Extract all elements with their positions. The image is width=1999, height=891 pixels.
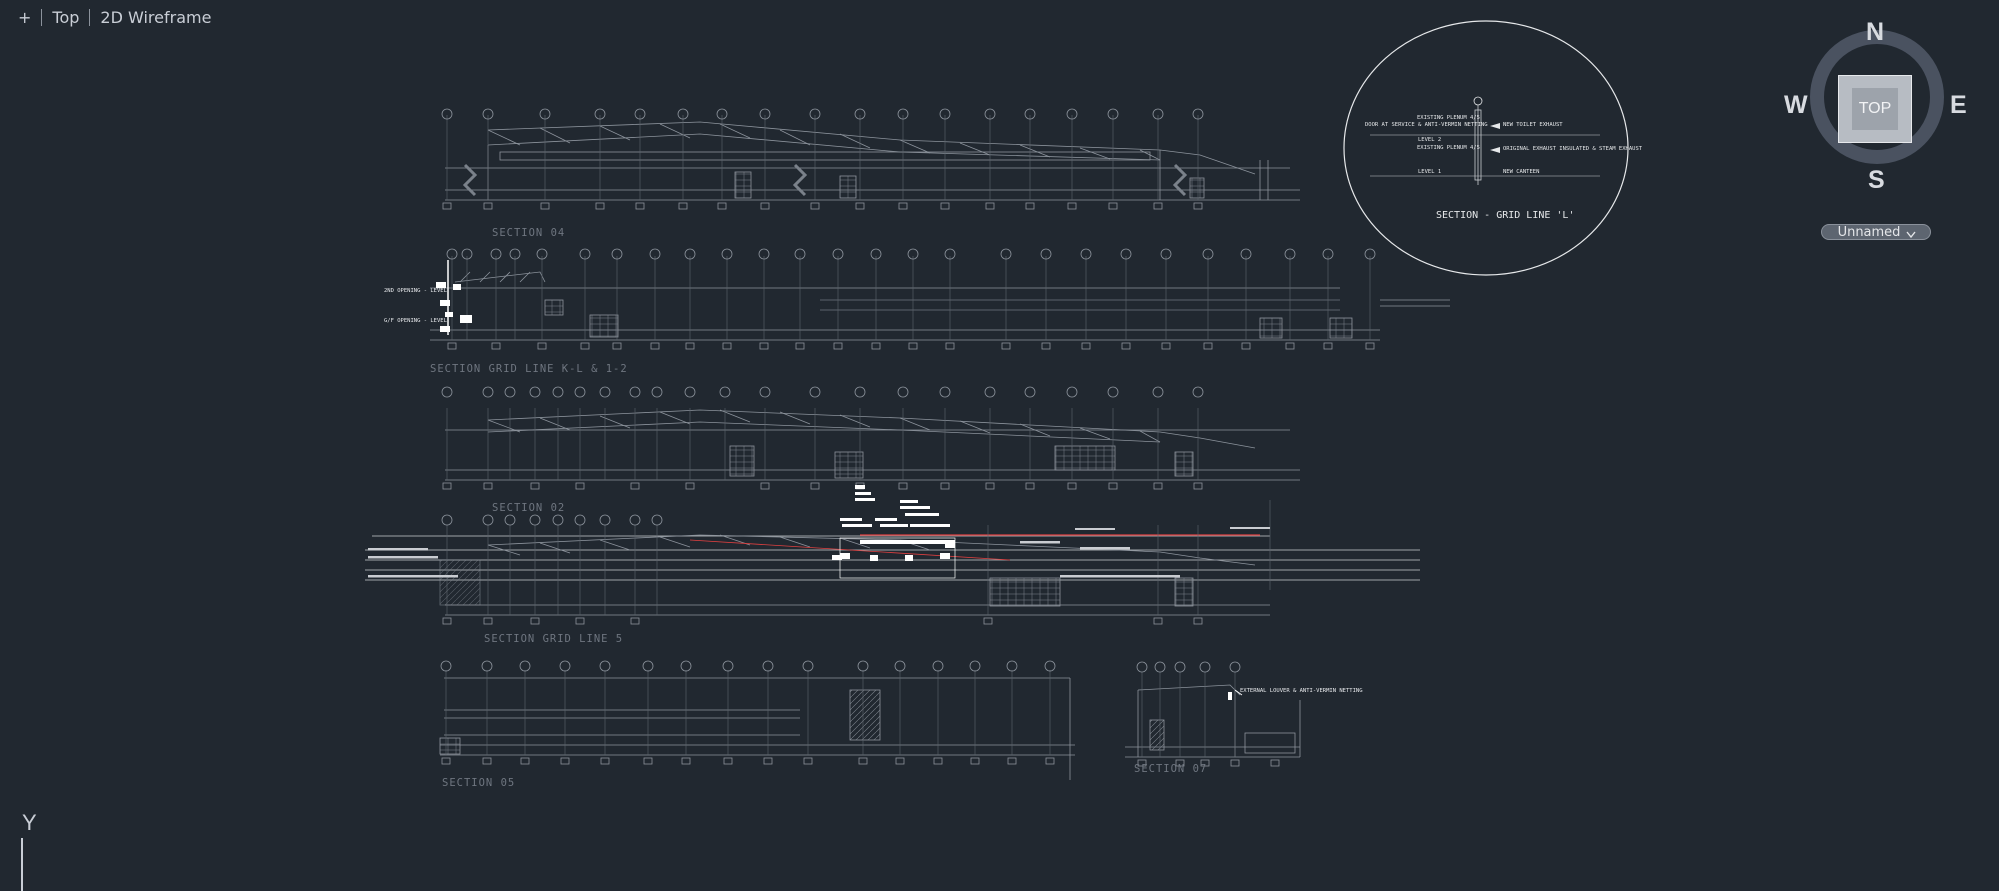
viewport-menu-button[interactable]: +	[18, 7, 32, 27]
ucs-label: Unnamed	[1837, 224, 1901, 240]
callout-note: ORIGINAL EXHAUST INSULATED & STEAM EXHAU…	[1503, 146, 1643, 152]
section-05-title: SECTION 05	[442, 777, 515, 789]
callout-title: SECTION - GRID LINE 'L'	[1436, 210, 1574, 221]
callout-note: EXISTING PLENUM 4/5	[1417, 145, 1480, 151]
viewcube-top-face[interactable]: TOP	[1838, 75, 1912, 143]
callout-note: LEVEL 1	[1418, 169, 1441, 175]
section-callout	[1343, 20, 1629, 276]
section-grid-kl	[430, 248, 1450, 350]
ucs-axis-icon	[21, 838, 23, 891]
view-control-button[interactable]: Top	[52, 7, 80, 27]
separator	[89, 8, 91, 26]
callout-note: NEW TOILET EXHAUST	[1503, 122, 1563, 128]
viewcube-face-label: TOP	[1852, 88, 1898, 130]
compass-east[interactable]: E	[1950, 91, 1967, 119]
viewcube[interactable]: N S W E TOP	[1782, 18, 1972, 198]
visual-style-button[interactable]: 2D Wireframe	[100, 7, 212, 27]
opening-note-b: G/F OPENING - LEVEL	[384, 318, 448, 324]
section-grid-5	[365, 485, 1420, 625]
compass-south[interactable]: S	[1868, 166, 1885, 194]
section-04	[441, 108, 1300, 210]
section-07-title: SECTION 07	[1134, 763, 1207, 775]
callout-note: DOOR AT SERVICE & ANTI-VERMIN NETTING	[1365, 122, 1488, 128]
section-04-title: SECTION 04	[492, 227, 565, 239]
separator	[41, 8, 43, 26]
section-grid-5-title: SECTION GRID LINE 5	[484, 633, 623, 645]
callout-note: NEW CANTEEN	[1503, 169, 1539, 175]
ucs-axis-y-label: Y	[22, 810, 37, 835]
ucs-menu-button[interactable]: Unnamed	[1821, 224, 1931, 240]
callout-note: LEVEL 2	[1418, 137, 1441, 143]
compass-west[interactable]: W	[1784, 91, 1808, 119]
section-05	[439, 660, 1075, 780]
section-02-title: SECTION 02	[492, 502, 565, 514]
viewport-controls: + Top 2D Wireframe	[18, 6, 211, 28]
chevron-down-icon	[1906, 228, 1916, 239]
callout-note: EXISTING PLENUM 4/5	[1417, 115, 1480, 121]
section-02	[441, 386, 1300, 490]
section-07-note: EXTERNAL LOUVER & ANTI-VERMIN NETTING	[1240, 688, 1363, 694]
compass-north[interactable]: N	[1866, 18, 1885, 46]
section-grid-kl-title: SECTION GRID LINE K-L & 1-2	[430, 363, 628, 375]
section-07	[1125, 661, 1301, 767]
opening-note-a: 2ND OPENING - LEVEL	[384, 288, 448, 294]
